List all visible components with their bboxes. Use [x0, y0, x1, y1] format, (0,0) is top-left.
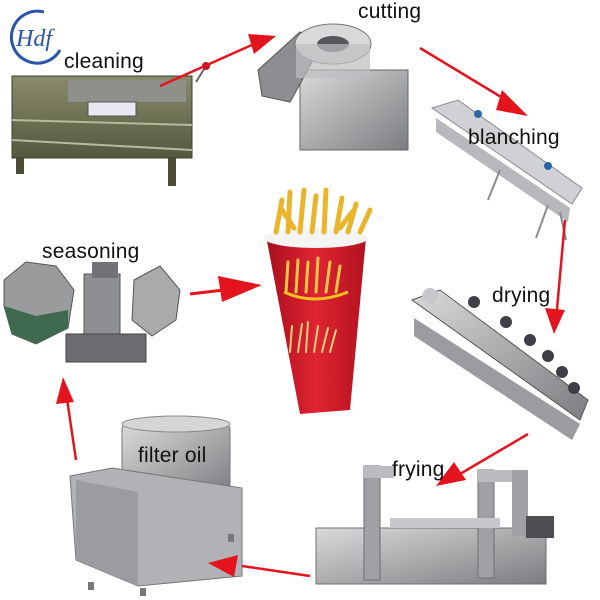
blanching-machine-icon [430, 99, 583, 241]
fries-cup-icon [264, 187, 373, 414]
step-label-filter-oil: filter oil [138, 444, 207, 467]
cutting-machine-icon [257, 23, 409, 151]
drying-machine-icon [410, 288, 589, 440]
hdf-logo: Hdf [4, 6, 66, 68]
cleaning-machine-icon [11, 62, 210, 186]
frying-machine-icon [315, 465, 554, 585]
seasoning-machine-icon [3, 261, 181, 363]
flow-arrows [56, 34, 567, 578]
filter-oil-machine-icon [69, 415, 243, 596]
step-label-drying: drying [492, 284, 551, 307]
step-label-cutting: cutting [358, 0, 422, 23]
step-label-seasoning: seasoning [42, 240, 140, 263]
step-label-frying: frying [392, 458, 445, 481]
step-label-cleaning: cleaning [64, 50, 144, 73]
svg-text:Hdf: Hdf [15, 26, 55, 52]
step-label-blanching: blanching [468, 126, 560, 149]
